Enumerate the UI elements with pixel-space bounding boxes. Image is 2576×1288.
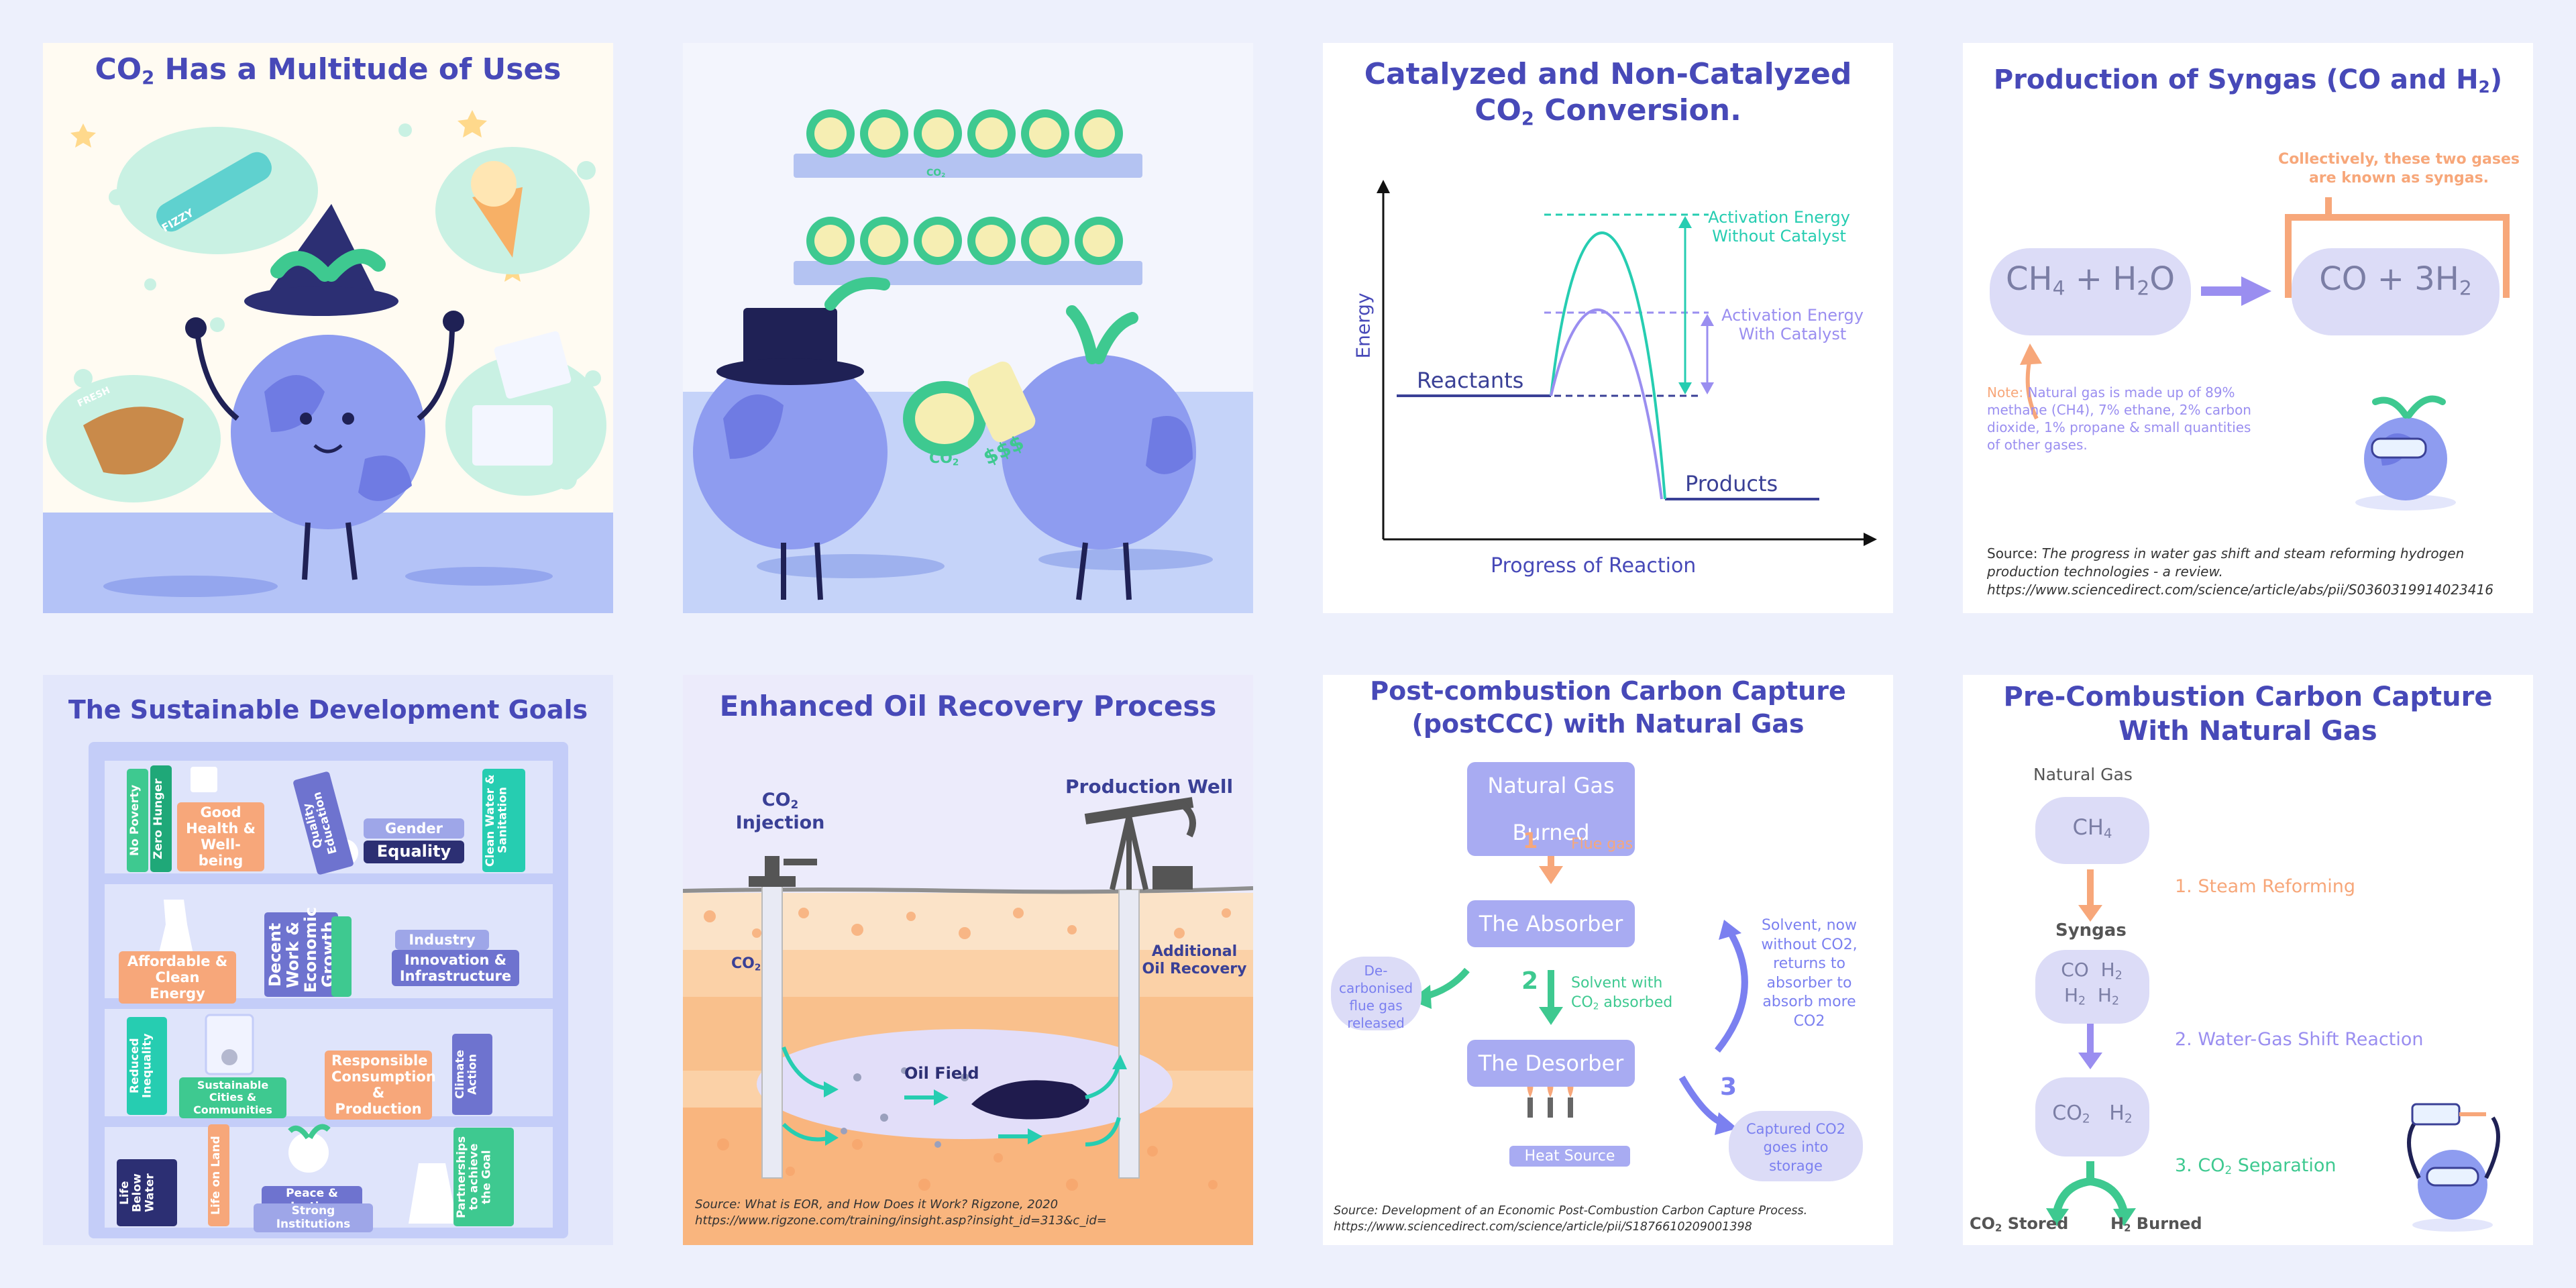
sdg-life-below-water: Life Below Water: [117, 1159, 177, 1226]
energy-diagram: [1377, 180, 1877, 546]
steam-reforming-step: 1. Steam Reforming: [2175, 876, 2355, 897]
sdg-equality: Equality: [364, 841, 464, 863]
sdg-responsible: Responsible Consumption & Production: [325, 1051, 436, 1120]
sdg-title: The Sustainable Development Goals: [68, 695, 588, 724]
decarbonised-label: De-carbonised flue gas released: [1338, 963, 1413, 1031]
sdg-affordable-energy: Affordable & Clean Energy: [119, 951, 236, 1004]
with-catalyst-label: Activation Energy With Catalyst: [1721, 306, 1864, 343]
oil-field-label: Oil Field: [904, 1064, 979, 1083]
jar-label: CO2: [926, 168, 946, 180]
precombustion-title: Pre-Combustion Carbon Capture With Natur…: [2003, 682, 2493, 747]
sdg-climate: Climate Action: [452, 1034, 492, 1115]
separation-formula: CO2 H2: [2052, 1102, 2133, 1126]
sdg-growth-spine: [331, 916, 352, 997]
separation-cloud: [2035, 1077, 2149, 1157]
co2-uses-illustration: [43, 110, 613, 613]
co2-trade-illustration: [683, 109, 1253, 613]
production-well-label: Production Well: [1065, 775, 1234, 798]
panel-syngas: Production of Syngas (CO and H2) Collect…: [1963, 43, 2533, 613]
captured-cloud: [1729, 1111, 1863, 1181]
syngas-source: Source: The progress in water gas shift …: [1987, 545, 2493, 598]
eor-source: Source: What is EOR, and How Does it Wor…: [695, 1197, 1107, 1228]
sdg-good-health: Good Health & Well-being: [177, 802, 264, 871]
co2-stored-label: CO2 Stored: [1970, 1214, 2069, 1234]
co2-uses-title: CO2 Has a Multitude of Uses: [95, 52, 561, 89]
panel-eor: Enhanced Oil Recovery Process CO2 Inject…: [683, 675, 1253, 1245]
desorber-box: The Desorber: [1467, 1040, 1635, 1087]
syngas-diagram: [2020, 197, 2510, 511]
syngas-mix-formula: CO H2 H2 H2: [2061, 959, 2123, 1008]
coin-label: CO2: [929, 450, 959, 468]
panel-precombustion: Pre-Combustion Carbon Capture With Natur…: [1963, 675, 2533, 1245]
sdg-reduced-inequality: Reduced Inequality: [127, 1017, 167, 1115]
sdg-no-poverty: No Poverty: [127, 769, 148, 872]
sdg-innovation: Innovation & Infrastructure: [392, 950, 519, 987]
solvent-absorbed-label: Solvent with CO2 absorbed: [1571, 975, 1673, 1012]
syngas-label: Syngas: [2055, 920, 2127, 941]
panel-co2-uses: CO2 Has a Multitude of Uses FIZZY FRESH: [43, 43, 613, 613]
absorber-box: The Absorber: [1467, 900, 1635, 947]
ch4-formula: CH4: [2072, 814, 2112, 841]
sdg-partnerships: Partnerships to achieve the Goal: [453, 1128, 514, 1226]
reactants-formula: CH4 + H2O: [2005, 260, 2176, 301]
panel-co2-trade: CO2 CO2 $$$: [683, 43, 1253, 613]
natural-gas-note: Note: Natural gas is made up of 89% meth…: [1987, 384, 2251, 453]
co2-separation-step: 3. CO2 Separation: [2175, 1155, 2337, 1177]
co2-flow-label: CO2: [731, 955, 761, 973]
sdg-sustainable-cities: Sustainable Cities & Communities: [179, 1077, 286, 1119]
natural-gas-label: Natural Gas: [2033, 765, 2133, 784]
step-2: 2: [1521, 967, 1539, 995]
natural-gas-burned-box: Natural Gas Burned: [1467, 762, 1635, 856]
sdg-industry: Industry: [395, 930, 489, 951]
products-label: Products: [1685, 471, 1778, 496]
sdg-gender: Gender: [364, 818, 464, 839]
water-gas-shift-step: 2. Water-Gas Shift Reaction: [2175, 1029, 2424, 1050]
decarbonised-cloud: [1331, 957, 1421, 1030]
captured-label: Captured CO2 goes into storage: [1746, 1121, 1846, 1174]
ch4-cloud: [2035, 797, 2149, 864]
precombustion-flow: [2046, 869, 2500, 1232]
h2-burned-label: H2 Burned: [2110, 1214, 2202, 1234]
syngas-mix-cloud: [2035, 950, 2149, 1024]
heat-source-label: Heat Source: [1509, 1146, 1630, 1167]
reactants-label: Reactants: [1417, 368, 1524, 393]
eor-diagram: [683, 797, 1253, 1245]
sdg-institutions: Strong Institutions: [254, 1203, 373, 1233]
solvent-returns-label: Solvent, now without CO2, returns to abs…: [1761, 917, 1858, 1030]
without-catalyst-label: Activation Energy Without Catalyst: [1708, 208, 1850, 246]
syngas-title: Production of Syngas (CO and H2): [1993, 64, 2503, 97]
reactants-cloud: [1990, 248, 2191, 335]
eor-title: Enhanced Oil Recovery Process: [719, 690, 1217, 722]
sdg-life-on-land: Life on Land: [208, 1124, 229, 1226]
postccc-title: Post-combustion Carbon Capture (postCCC)…: [1370, 676, 1846, 739]
sdg-zero-hunger: Zero Hunger: [150, 765, 172, 872]
additional-oil-recovery-label: Additional Oil Recovery: [1142, 943, 1247, 978]
syngas-formula: CO + 3H2: [2319, 260, 2472, 301]
sdg-clean-water: Clean Water & Sanitation: [482, 769, 525, 872]
step-3: 3: [1720, 1073, 1737, 1101]
panel-catalyzed-conversion: Catalyzed and Non-Catalyzed CO2 Conversi…: [1323, 43, 1893, 613]
postccc-source: Source: Development of an Economic Post-…: [1334, 1204, 1808, 1234]
syngas-bracket-note: Collectively, these two gases are known …: [2278, 151, 2520, 186]
energy-axis-label: Energy: [1352, 292, 1375, 359]
co2-injection-label: CO2 Injection: [735, 790, 825, 834]
flue-gas-label: Flue gas: [1571, 836, 1633, 853]
syngas-cloud: [2292, 248, 2500, 335]
sdg-decent-work: Decent Work & Economic Growth: [264, 907, 338, 997]
step-1: 1: [1523, 828, 1538, 853]
panel-postccc: Post-combustion Carbon Capture (postCCC)…: [1323, 675, 1893, 1245]
catalyzed-title: Catalyzed and Non-Catalyzed CO2 Conversi…: [1364, 57, 1852, 129]
progress-axis-label: Progress of Reaction: [1491, 554, 1697, 578]
panel-sdg: The Sustainable Development Goals No Pov…: [43, 675, 613, 1245]
